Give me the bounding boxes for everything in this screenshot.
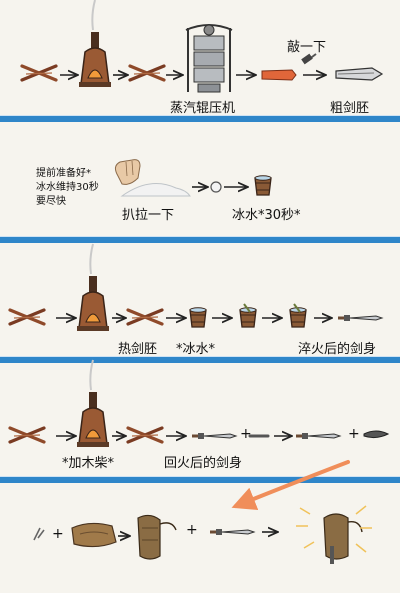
snow-pile-icon: [120, 183, 191, 197]
sheathed-sword-icon: [296, 505, 372, 564]
section-divider-4: [0, 476, 400, 483]
sword-blade-icon: [191, 432, 237, 440]
steam-roller-label: 蒸汽辊压机: [170, 101, 236, 116]
pull-label: 扒拉一下: [122, 208, 175, 223]
ice-water-label: *冰水*: [176, 342, 216, 357]
furnace-icon: [78, 0, 112, 88]
hot-blank-label: 热剑胚: [118, 342, 158, 357]
plus-sign: +: [240, 426, 252, 442]
furnace-icon: [76, 359, 110, 448]
prep-note-line1: 提前准备好*: [36, 168, 91, 179]
plus-sign: +: [52, 526, 64, 542]
leather-icon: [71, 522, 117, 548]
wood-sticks-icon: [8, 426, 46, 444]
ice-water-bucket-icon: [189, 307, 207, 328]
hot-ingot-icon: [261, 69, 297, 81]
ice-water-30s-label: 冰水*30秒*: [232, 208, 301, 223]
wood-sticks-icon: [8, 308, 46, 326]
hot-sticks-icon: [128, 64, 166, 82]
rough-sword-blank-icon: [335, 67, 384, 81]
plus-sign: +: [348, 426, 360, 442]
prep-note-line3: 要尽快: [36, 196, 66, 207]
sheath-icon: [137, 514, 177, 560]
hammer-icon: [301, 53, 317, 65]
prep-note-line2: 冰水维持30秒: [36, 182, 99, 193]
scabbard-icon: [363, 430, 390, 439]
ice-water-bucket-icon: [254, 175, 272, 196]
wood-sticks-icon: [126, 426, 164, 444]
plus-sign: +: [186, 522, 198, 538]
rough-blank-label: 粗剑胚: [330, 101, 370, 116]
add-firewood-label: *加木柴*: [62, 456, 115, 471]
steam-roller-icon: [185, 24, 233, 93]
wood-sticks-icon: [20, 64, 58, 82]
sword-blade-icon: [337, 314, 383, 322]
quenched-blade-label: 淬火后的剑身: [298, 342, 377, 357]
tempered-blade-label: 回火后的剑身: [164, 456, 243, 471]
return-arrow-icon: [231, 460, 350, 511]
section-divider-3: [0, 356, 400, 363]
section-divider-2: [0, 236, 400, 243]
hammer-label: 敲一下: [287, 40, 327, 55]
thread-icon: [33, 527, 45, 541]
furnace-icon: [76, 243, 110, 332]
hand-icon: [114, 159, 141, 185]
finished-sword-icon: [209, 528, 255, 536]
tempered-sword-icon: [295, 432, 341, 440]
snowball-icon: [210, 181, 222, 193]
section-divider-1: [0, 115, 400, 122]
hot-blank-icon: [126, 308, 164, 326]
